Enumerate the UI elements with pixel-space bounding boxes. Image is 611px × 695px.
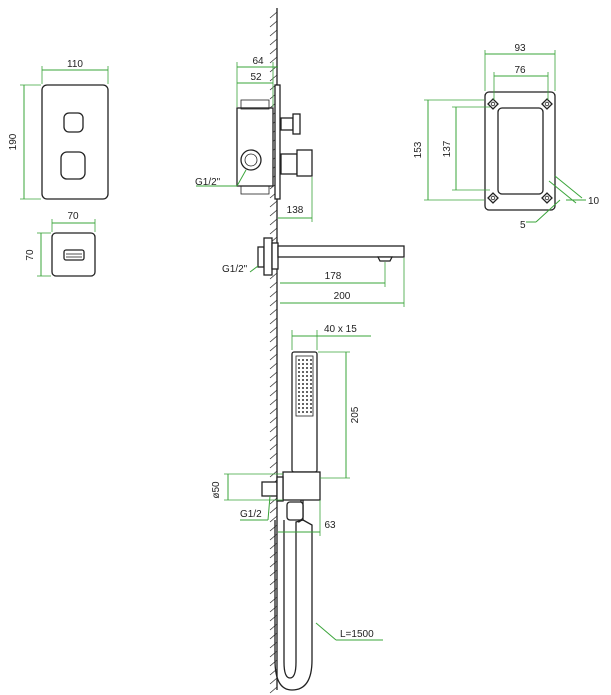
frame-hole-label: 5: [520, 220, 526, 231]
handshower-section-label: 40 x 15: [324, 324, 357, 335]
spout-plate-width-label: 70: [67, 211, 79, 222]
frame-width-inner-label: 76: [514, 65, 526, 76]
outlet-thread-label: G1/2: [240, 509, 262, 520]
box-projection-label: 138: [287, 205, 304, 216]
box-depth-inner-label: 52: [250, 72, 262, 83]
outlet-projection-label: 63: [324, 520, 336, 531]
handshower-length-label: 205: [350, 406, 361, 423]
spout-thread-label: G1/2": [222, 264, 248, 275]
handshower-side-view: 40 x 15 205 ø50 G1/2 63 L=1500: [211, 324, 383, 691]
frame-width-outer-label: 93: [514, 43, 526, 54]
frame-height-inner-label: 137: [442, 140, 453, 157]
plate-height-label: 190: [8, 133, 19, 150]
concealed-box-side-view: 64 52 G1/2" 138: [195, 56, 313, 222]
mounting-frame-front-view: 93 76 153 137 10 5: [413, 43, 600, 231]
spout-side-view: G1/2" 178 200: [222, 237, 405, 307]
box-thread-label: G1/2": [195, 177, 221, 188]
frame-tab-label: 10: [588, 196, 600, 207]
hose-length-label: L=1500: [340, 629, 374, 640]
control-plate-front-view: 110 190: [8, 59, 109, 200]
spout-plate-front-view: 70 70: [25, 211, 96, 277]
frame-height-outer-label: 153: [413, 141, 424, 158]
spout-length-total-label: 200: [334, 291, 351, 302]
plate-width-label: 110: [67, 59, 83, 70]
spout-plate-height-label: 70: [25, 249, 36, 261]
spout-length-inner-label: 178: [325, 271, 342, 282]
outlet-diameter-label: ø50: [211, 481, 222, 499]
box-depth-outer-label: 64: [252, 56, 264, 67]
